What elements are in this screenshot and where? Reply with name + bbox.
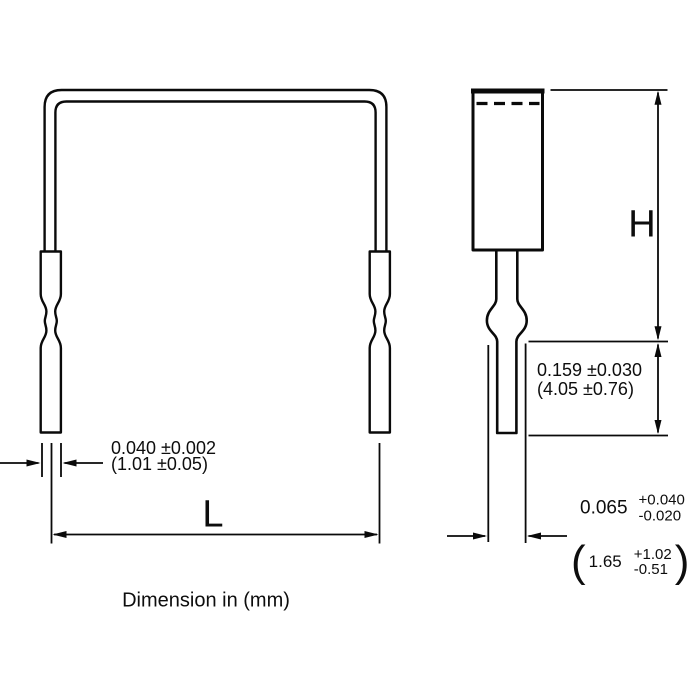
arrowhead (527, 532, 541, 540)
lead-width-mm-value: (1.01 ±0.05) (111, 453, 208, 474)
lead-width-dimension (0, 443, 103, 477)
height-dim-label: H (628, 203, 656, 246)
lead-thickness-mm-value: 1.65 (588, 552, 622, 571)
lead-thickness-inch-tolerance: +0.040 -0.020 (638, 491, 685, 524)
arrowhead (62, 459, 77, 467)
height-dimension (550, 89, 668, 341)
arrowhead (473, 532, 487, 540)
lead-thickness-dimension (447, 343, 567, 543)
side-lead-with-bead-outline (485, 250, 528, 435)
drawing-caption: Dimension in (mm) (122, 589, 290, 612)
minus-tolerance: -0.020 (638, 507, 682, 524)
arrowhead (654, 420, 662, 434)
open-paren: ( (571, 537, 586, 586)
lead-exposed-dimension (528, 340, 668, 437)
left-lead-crimp-outline (39, 250, 63, 434)
right-lead-crimp-outline (368, 250, 392, 434)
lead-thickness-mm-tolerance: +1.02 -0.51 (633, 545, 672, 578)
lead-width-dimension-text: 0.040 ±0.002 (1.01 ±0.05) (111, 438, 216, 474)
arrowhead (654, 90, 662, 105)
lead-exposed-mm-value: (4.05 ±0.76) (537, 378, 634, 399)
lead-width-inch-value: 0.040 ±0.002 (111, 438, 216, 458)
side-view (471, 88, 545, 435)
body-outline (471, 89, 544, 252)
lead-exposed-dimension-text: 0.159 ±0.030 (4.05 ±0.76) (537, 361, 642, 398)
length-dim-label: L (202, 493, 224, 536)
u-wire-inner-outline (54, 100, 377, 251)
lead-exposed-inch-value: 0.159 ±0.030 (537, 360, 642, 380)
arrowhead (52, 531, 67, 538)
arrowhead (654, 343, 662, 357)
lead-thickness-mm-text: ( 1.65 +1.02 -0.51 ) (571, 537, 690, 586)
arrowhead (364, 531, 379, 538)
u-wire-outer-outline (43, 88, 388, 251)
minus-tolerance: -0.51 (633, 561, 668, 578)
close-paren: ) (674, 537, 690, 586)
lead-thickness-inch-text: 0.065 +0.040 -0.020 (580, 491, 685, 524)
length-dimension (50, 443, 381, 544)
plus-tolerance: +0.040 (638, 491, 685, 509)
arrowhead (654, 326, 662, 341)
lead-thickness-inch-value: 0.065 (580, 497, 628, 518)
plus-tolerance: +1.02 (633, 545, 672, 563)
front-view (39, 88, 392, 434)
arrowhead (26, 459, 41, 467)
